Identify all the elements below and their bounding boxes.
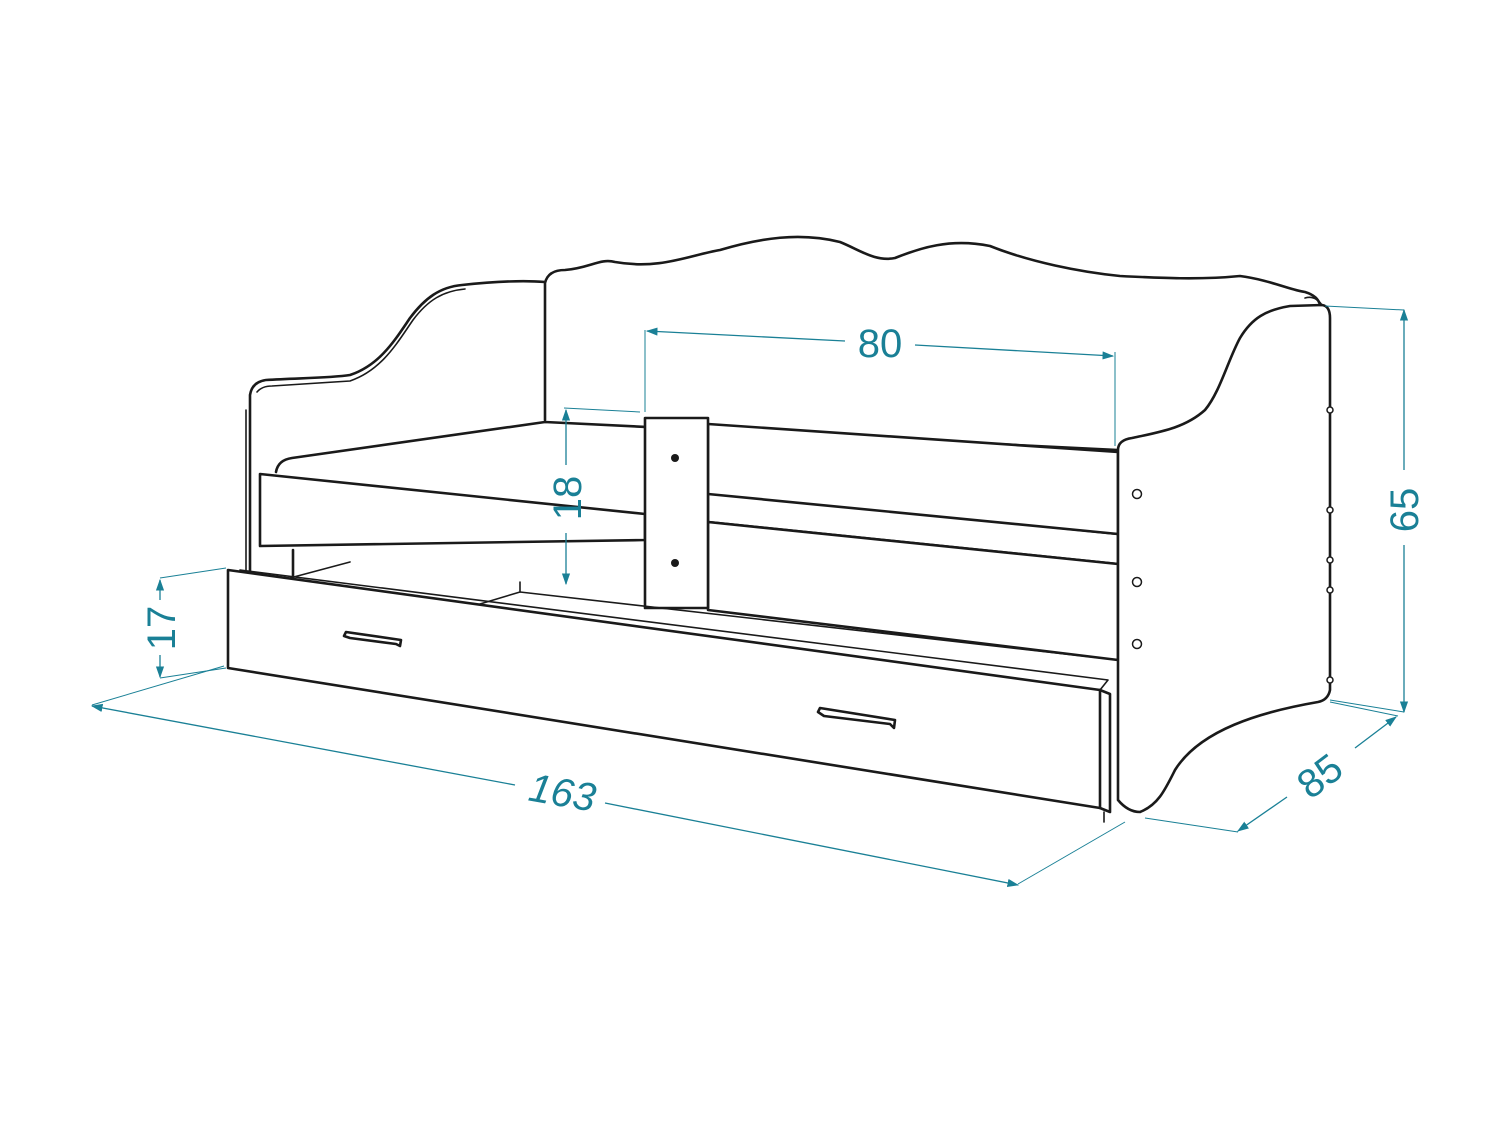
dim-80-line-left: [645, 327, 846, 342]
screw: [1326, 506, 1334, 514]
barrier-post-screw-top: [671, 454, 679, 462]
ext-line: [159, 567, 227, 579]
barrier-post: [643, 416, 710, 610]
right-panel-screws: [1131, 406, 1334, 684]
bed-drawing: [226, 235, 1334, 823]
ext-line: [563, 407, 641, 413]
ext-line: [1144, 817, 1239, 833]
drawer-side: [1098, 688, 1112, 814]
dim-label-barrier-height: 18: [546, 476, 590, 521]
ext-line: [1329, 701, 1399, 717]
drawer-top-edge: [239, 569, 1109, 691]
screw: [1326, 556, 1334, 564]
dimension-lines: 80 18 17 163 85 65: [90, 305, 1427, 887]
dim-label-length: 163: [526, 766, 599, 821]
dim-163-line-left: [90, 703, 516, 786]
ext-line: [1324, 305, 1405, 311]
back-panel: [543, 235, 1322, 422]
ext-line: [91, 665, 225, 706]
ext-line: [1017, 821, 1126, 885]
ext-line: [159, 667, 227, 679]
dim-label-barrier-width: 80: [858, 322, 903, 366]
dim-label-height: 65: [1383, 488, 1427, 533]
mattress-top: [274, 420, 1120, 474]
drawer-handle-right: [816, 706, 897, 730]
right-side-panel: [1116, 303, 1332, 814]
screw: [1131, 576, 1143, 588]
dim-80-line-right: [914, 344, 1115, 360]
ext-line: [1329, 699, 1405, 713]
dim-label-depth: 85: [1289, 746, 1351, 808]
dim-85-line-bottom: [1237, 796, 1288, 832]
dim-label-drawer-height: 17: [140, 606, 184, 651]
screw: [1326, 406, 1334, 414]
drawer-interior: [289, 561, 1119, 661]
screw: [1131, 638, 1143, 650]
right-side-panel-edge: [1304, 296, 1323, 306]
dim-85-line-top: [1354, 716, 1397, 749]
left-armrest: [248, 279, 547, 602]
dim-163-line-right: [604, 802, 1020, 887]
left-armrest-edge: [256, 288, 466, 393]
screw: [1326, 586, 1334, 594]
barrier-post-screw-bottom: [671, 559, 679, 567]
screw: [1326, 676, 1334, 684]
screw: [1131, 488, 1143, 500]
drawer-handle-left: [342, 630, 403, 648]
